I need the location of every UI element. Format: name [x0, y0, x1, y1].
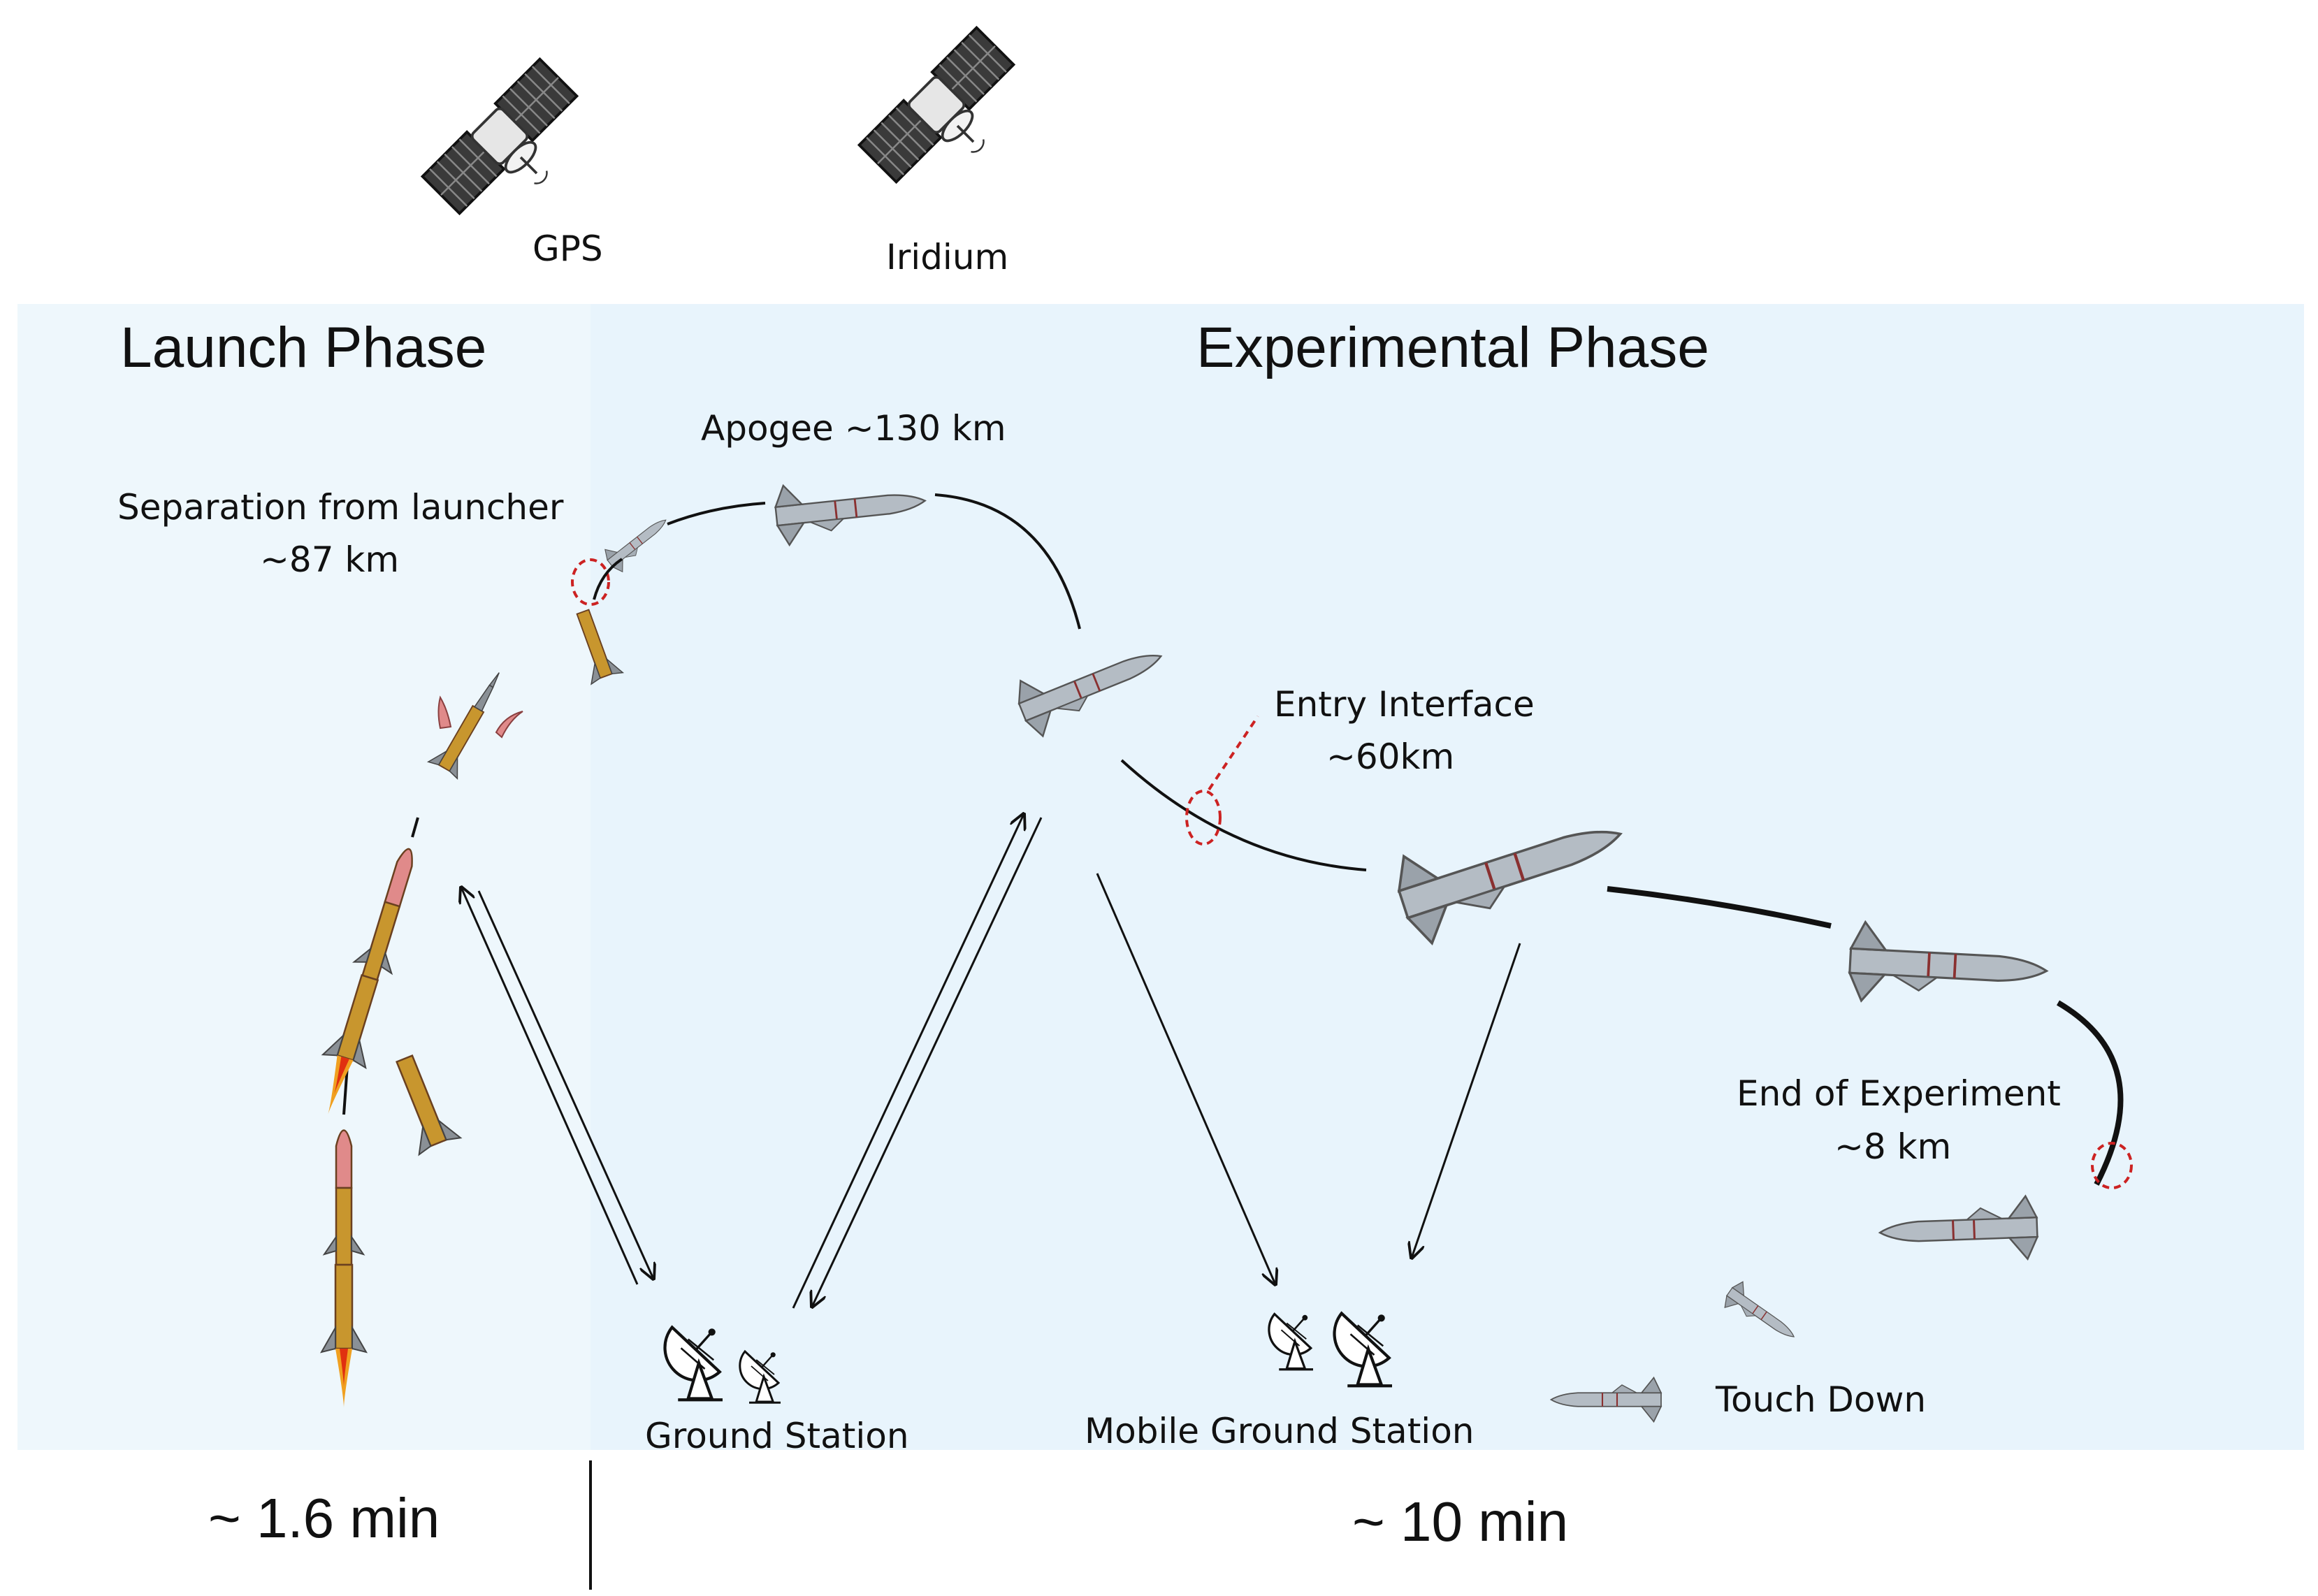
experimental-phase-title: Experimental Phase [1196, 316, 1709, 379]
experimental-phase-duration: ~ 10 min [1352, 1490, 1568, 1553]
link-to-mobile-station-arrow [1412, 943, 1521, 1258]
link-downlink-arrow [477, 890, 653, 1279]
fairing-half-left-icon [437, 695, 452, 730]
link-to-mobile-station-arrow [1096, 873, 1275, 1284]
fairing-half-right-icon [495, 711, 523, 739]
ascent-trajectory-segment [411, 817, 419, 838]
separation-label-line1: Separation from launcher [117, 487, 564, 528]
end-of-experiment-label-line1: End of Experiment [1737, 1073, 2061, 1114]
link-downlink-arrow [812, 817, 1043, 1307]
link-uplink-arrow [792, 814, 1024, 1309]
trajectory-to-apogee [593, 558, 623, 600]
apogee-label: Apogee ~130 km [701, 408, 1006, 449]
trajectory-descent [934, 493, 1081, 630]
mobile-ground-station-label: Mobile Ground Station [1085, 1411, 1474, 1451]
iridium-label: Iridium [886, 237, 1008, 277]
end-of-experiment-marker [2091, 1142, 2133, 1189]
iridium-satellite-icon [857, 26, 1041, 209]
separation-marker [571, 558, 610, 606]
launch-phase-duration: ~ 1.6 min [208, 1487, 440, 1549]
separation-label-line2: ~87 km [260, 539, 399, 580]
trajectory-to-entry [1120, 759, 1367, 871]
link-uplink-arrow [461, 887, 639, 1285]
launch-phase-title: Launch Phase [120, 316, 486, 379]
gps-satellite-icon [421, 57, 604, 240]
trajectory-end-of-experiment [2056, 1000, 2124, 1186]
trajectory-to-apogee [667, 502, 766, 525]
entry-interface-leader [1208, 715, 1259, 791]
entry-interface-marker [1185, 790, 1222, 846]
ascent-trajectory-segment [342, 1065, 349, 1115]
rocket-fairing-separation-icon [427, 672, 500, 780]
gps-label: GPS [533, 228, 603, 269]
trajectory-entry-to-experiment [1607, 886, 1832, 929]
entry-interface-label-line1: Entry Interface [1274, 684, 1535, 725]
ground-station-label: Ground Station [645, 1416, 909, 1456]
entry-interface-label-line2: ~60km [1326, 737, 1454, 777]
touch-down-label: Touch Down [1715, 1379, 1926, 1420]
end-of-experiment-label-line2: ~8 km [1834, 1126, 1951, 1167]
launch-phase-panel [17, 304, 591, 1450]
